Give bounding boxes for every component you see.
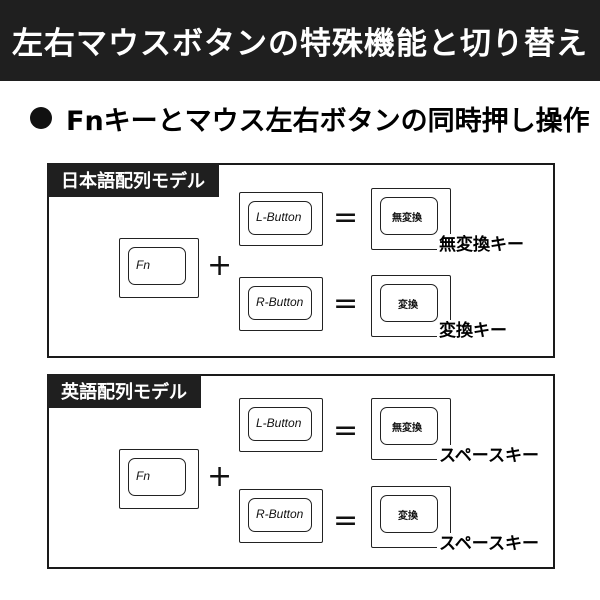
equals-sign: = [333, 286, 359, 321]
left-button-label: L-Button [256, 210, 302, 224]
result-label: 変換キー [437, 320, 509, 342]
equals-sign: = [333, 413, 359, 448]
panel-english-layout: 英語配列モデル Fn + L-Button = 無変換 スペースキー R-But… [47, 374, 555, 569]
muhenkan-key-label: 無変換 [392, 423, 422, 434]
fn-key-label: Fn [136, 258, 151, 272]
henkan-key-label: 変換 [398, 511, 418, 522]
left-button-key: L-Button [239, 192, 323, 246]
equals-sign: = [333, 200, 359, 235]
right-button-key: R-Button [239, 489, 323, 543]
page-header: 左右マウスボタンの特殊機能と切り替え [0, 0, 600, 81]
right-button-label: R-Button [256, 295, 304, 309]
henkan-key-label: 変換 [398, 300, 418, 311]
result-label: 無変換キー [437, 234, 526, 256]
fn-key: Fn [119, 238, 199, 298]
subtitle: Fnキーとマウス左右ボタンの同時押し操作 [30, 98, 590, 138]
plus-sign: + [207, 248, 233, 283]
plus-sign: + [207, 459, 233, 494]
subtitle-text: Fnキーとマウス左右ボタンの同時押し操作 [66, 105, 590, 137]
equals-sign: = [333, 503, 359, 538]
panel-label: 英語配列モデル [47, 374, 201, 408]
bullet-icon [30, 107, 52, 129]
fn-key: Fn [119, 449, 199, 509]
right-button-label: R-Button [256, 507, 304, 521]
page-title: 左右マウスボタンの特殊機能と切り替え [12, 26, 588, 62]
panel-japanese-layout: 日本語配列モデル Fn + L-Button = 無変換 無変換キー R-But… [47, 163, 555, 358]
left-button-label: L-Button [256, 416, 302, 430]
henkan-key: 変換 [371, 486, 451, 548]
muhenkan-key: 無変換 [371, 188, 451, 250]
right-button-key: R-Button [239, 277, 323, 331]
fn-key-label: Fn [136, 469, 151, 483]
result-label: スペースキー [437, 533, 541, 555]
result-label: スペースキー [437, 445, 541, 467]
muhenkan-key: 無変換 [371, 398, 451, 460]
panel-label: 日本語配列モデル [47, 163, 219, 197]
muhenkan-key-label: 無変換 [392, 213, 422, 224]
left-button-key: L-Button [239, 398, 323, 452]
